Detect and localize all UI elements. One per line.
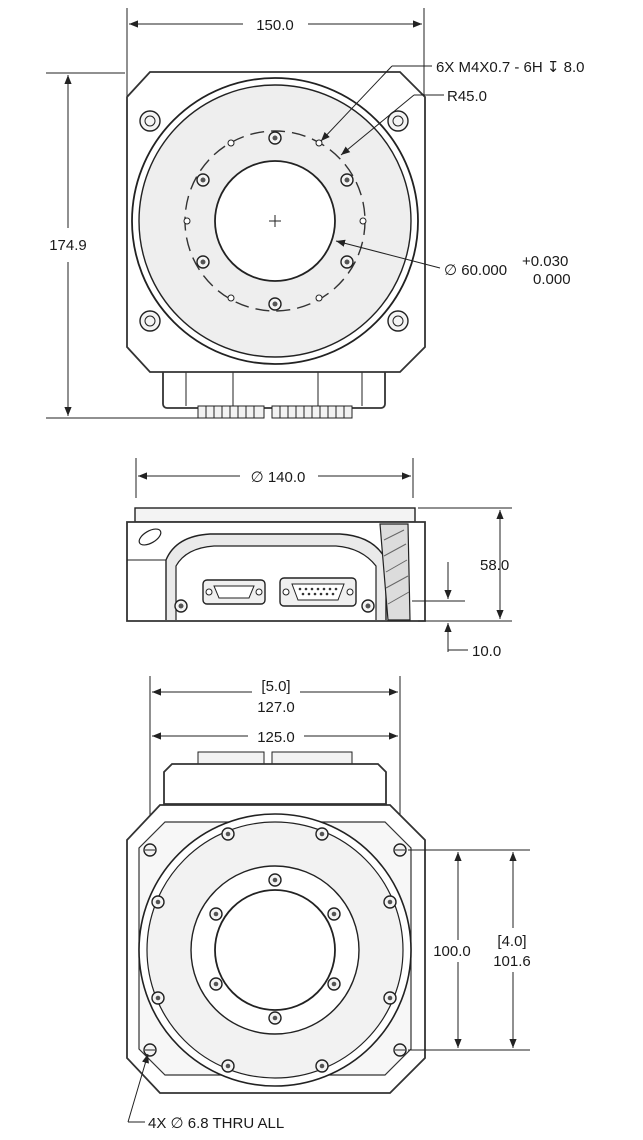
hole-span-dim: 125.0 [257,729,295,746]
base-thickness-dim: 10.0 [472,643,501,660]
bottom-bore [214,889,336,1011]
bottom-connector-housing [163,763,387,805]
corner-hole [387,110,409,132]
vert-inch-dim: [4.0] [497,933,526,950]
bore-diameter: ∅ 60.000 [444,262,507,279]
side-diameter-dim: ∅ 140.0 [251,469,306,486]
top-height-dim: 174.9 [49,237,87,254]
bolt-holes [196,131,354,311]
radius-note: R45.0 [447,88,487,105]
bottom-width-mm: 127.0 [257,699,295,716]
corner-hole [139,110,161,132]
corner-hole [387,310,409,332]
rotor-top [134,507,416,523]
bore-tol-lower: 0.000 [533,271,571,288]
tapped-holes-note: 6X M4X0.7 - 6H ↧ 8.0 [436,59,584,76]
side-view: ∅ 140.0 58.0 10.0 [126,458,512,660]
top-view: 150.0 174.9 [46,8,584,419]
tapped-holes [183,139,367,302]
vert-mm-dim: 101.6 [493,953,531,970]
bottom-screw-holes [151,827,397,1073]
vert-span-dim: 100.0 [433,943,471,960]
top-width-dim: 150.0 [256,17,294,34]
corner-hole [139,310,161,332]
thru-holes [143,843,407,1057]
bore-tol-upper: +0.030 [522,253,568,270]
bottom-view: [5.0] 127.0 125.0 [126,676,531,1132]
bottom-width-inch: [5.0] [261,678,290,695]
thru-hole-note: 4X ∅ 6.8 THRU ALL [148,1115,284,1132]
side-height-dim: 58.0 [480,557,509,574]
